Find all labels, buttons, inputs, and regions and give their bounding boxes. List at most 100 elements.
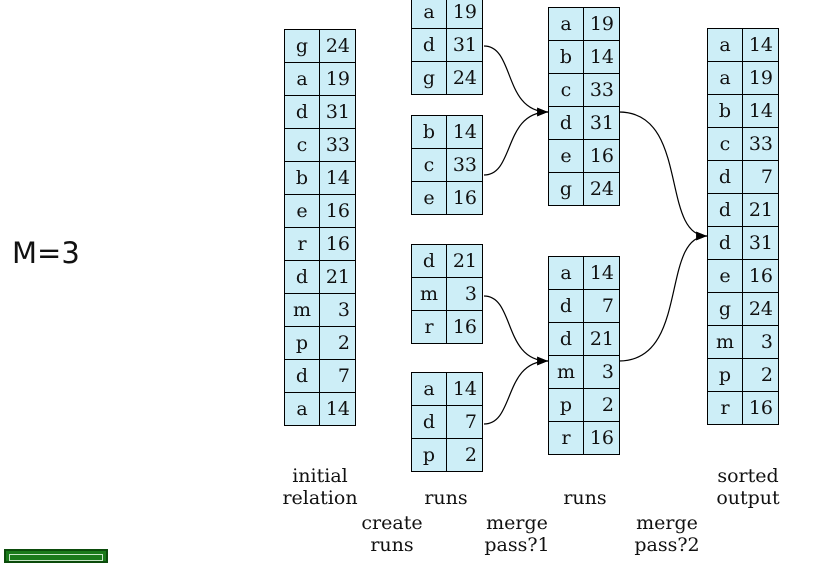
record-key: a	[548, 256, 584, 290]
sorted-output-label: sorted output	[700, 465, 796, 509]
record-key: c	[284, 128, 320, 162]
merge-pass-1-label: merge pass?1	[472, 512, 562, 556]
record-value: 2	[446, 438, 483, 472]
record-value: 16	[583, 421, 620, 455]
record-value: 21	[446, 244, 483, 278]
record-value: 14	[742, 94, 779, 128]
record-key: p	[707, 358, 743, 392]
record-key: d	[411, 244, 447, 278]
record-value: 3	[583, 355, 620, 389]
runs-label-1: runs	[406, 487, 486, 509]
sorted-output-label-line2: output	[716, 487, 780, 509]
record-key: a	[284, 62, 320, 96]
runs-label-2: runs	[545, 487, 625, 509]
record-key: b	[411, 115, 447, 149]
slide-navigation-button[interactable]	[4, 549, 108, 563]
record-value: 33	[742, 127, 779, 161]
arrow-run2-to-merged1	[483, 107, 549, 176]
record-value: 3	[319, 293, 356, 327]
record-value: 33	[446, 148, 483, 182]
record-value: 14	[446, 372, 483, 406]
record-value: 2	[583, 388, 620, 422]
record-value: 19	[319, 62, 356, 96]
record-key: b	[548, 40, 584, 74]
record-key: p	[548, 388, 584, 422]
record-key: d	[284, 359, 320, 393]
record-key: p	[411, 438, 447, 472]
record-value: 33	[319, 128, 356, 162]
record-value: 16	[319, 227, 356, 261]
record-key: d	[707, 160, 743, 194]
record-key: d	[548, 289, 584, 323]
record-value: 31	[446, 28, 483, 62]
record-value: 14	[446, 115, 483, 149]
record-key: e	[548, 139, 584, 173]
record-key: d	[411, 28, 447, 62]
record-key: b	[707, 94, 743, 128]
memory-size-label: M=3	[12, 236, 80, 270]
initial-relation-label-line1: initial	[292, 465, 348, 487]
record-key: r	[411, 310, 447, 344]
record-value: 7	[446, 405, 483, 439]
record-value: 19	[583, 7, 620, 41]
record-value: 16	[319, 194, 356, 228]
record-value: 31	[742, 226, 779, 260]
record-value: 31	[583, 106, 620, 140]
record-value: 21	[583, 322, 620, 356]
record-key: r	[548, 421, 584, 455]
runs-label-1-text: runs	[424, 487, 468, 509]
record-value: 24	[319, 29, 356, 63]
record-key: m	[411, 277, 447, 311]
record-key: g	[284, 29, 320, 63]
merge-pass-2-label-line2: pass?2	[634, 534, 700, 556]
record-key: r	[707, 391, 743, 425]
record-value: 24	[446, 61, 483, 95]
create-runs-label-line2: runs	[370, 534, 414, 556]
record-key: e	[284, 194, 320, 228]
record-value: 16	[742, 391, 779, 425]
create-runs-label-line1: create	[361, 512, 423, 534]
record-key: e	[707, 259, 743, 293]
record-key: d	[548, 322, 584, 356]
record-value: 14	[319, 392, 356, 426]
record-key: a	[548, 7, 584, 41]
record-key: d	[284, 95, 320, 129]
initial-relation-label: initial relation	[272, 465, 368, 509]
record-key: m	[707, 325, 743, 359]
record-key: a	[284, 392, 320, 426]
record-key: c	[548, 73, 584, 107]
record-value: 14	[583, 256, 620, 290]
arrow-run4-to-merged2	[483, 356, 549, 425]
record-key: p	[284, 326, 320, 360]
record-key: e	[411, 181, 447, 215]
record-value: 16	[583, 139, 620, 173]
record-key: b	[284, 161, 320, 195]
record-value: 7	[319, 359, 356, 393]
